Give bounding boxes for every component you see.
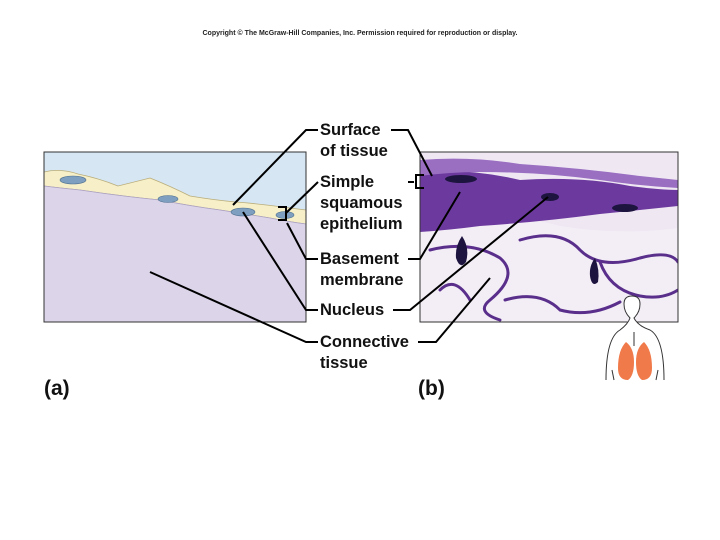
panel-label-b: (b) bbox=[418, 377, 445, 400]
copyright-notice: Copyright © The McGraw-Hill Companies, I… bbox=[202, 30, 518, 37]
label-simple-squamous-epithelium: Simple squamous epithelium bbox=[320, 172, 403, 235]
label-line: Connective bbox=[320, 333, 409, 351]
cell-nucleus bbox=[59, 175, 87, 185]
label-connective-tissue: Connective tissue bbox=[320, 332, 409, 374]
micrograph-nucleus bbox=[612, 204, 638, 212]
label-surface-of-tissue: Surface of tissue bbox=[320, 120, 388, 162]
label-line: squamous bbox=[320, 194, 403, 212]
fibroblast-nucleus bbox=[589, 258, 599, 284]
fibroblast-nucleus bbox=[455, 236, 468, 266]
label-line: Nucleus bbox=[320, 301, 385, 319]
label-line: Simple bbox=[320, 173, 375, 191]
cell-nucleus bbox=[157, 195, 179, 203]
label-line: membrane bbox=[320, 271, 404, 289]
panel-a-border bbox=[43, 151, 307, 323]
leader-lines bbox=[149, 129, 549, 343]
epithelium-band bbox=[420, 171, 678, 232]
label-line: epithelium bbox=[320, 215, 403, 233]
label-line: tissue bbox=[320, 354, 368, 372]
left-lung bbox=[618, 342, 634, 380]
micrograph-panel-b bbox=[420, 152, 678, 322]
right-lung bbox=[636, 342, 652, 380]
label-line: Basement bbox=[320, 250, 399, 268]
label-line: of tissue bbox=[320, 142, 388, 160]
panel-b-border bbox=[419, 151, 679, 323]
micrograph-nucleus bbox=[445, 175, 477, 183]
drawing-panel-a bbox=[44, 152, 306, 322]
label-basement-membrane: Basement membrane bbox=[320, 249, 403, 291]
panel-label-a: (a) bbox=[44, 377, 70, 400]
label-nucleus: Nucleus bbox=[320, 300, 384, 321]
human-torso-lungs-icon bbox=[605, 295, 665, 381]
label-line: Surface bbox=[320, 121, 381, 139]
